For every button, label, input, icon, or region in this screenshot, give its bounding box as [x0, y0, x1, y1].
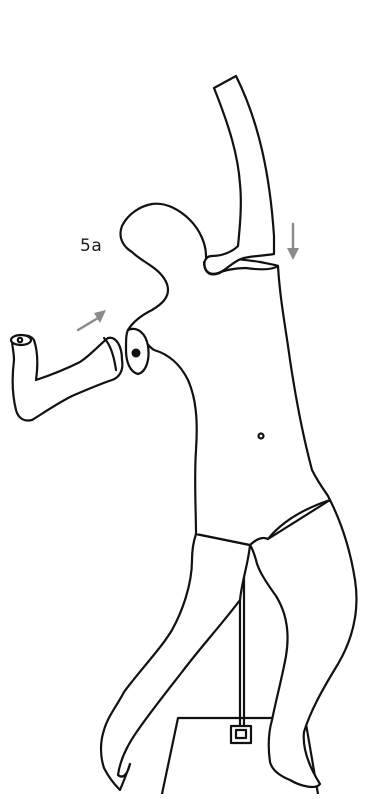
arrow-down [287, 224, 299, 260]
arrow-diagonal [78, 310, 106, 330]
step-label: 5a [80, 236, 102, 256]
stand-foot-plate [231, 726, 251, 743]
navel [259, 434, 264, 439]
left-shoulder-socket [126, 329, 149, 374]
left-leg [101, 534, 250, 790]
right-leg [250, 500, 356, 787]
detached-left-arm [11, 335, 122, 421]
detached-right-arm [204, 76, 274, 274]
